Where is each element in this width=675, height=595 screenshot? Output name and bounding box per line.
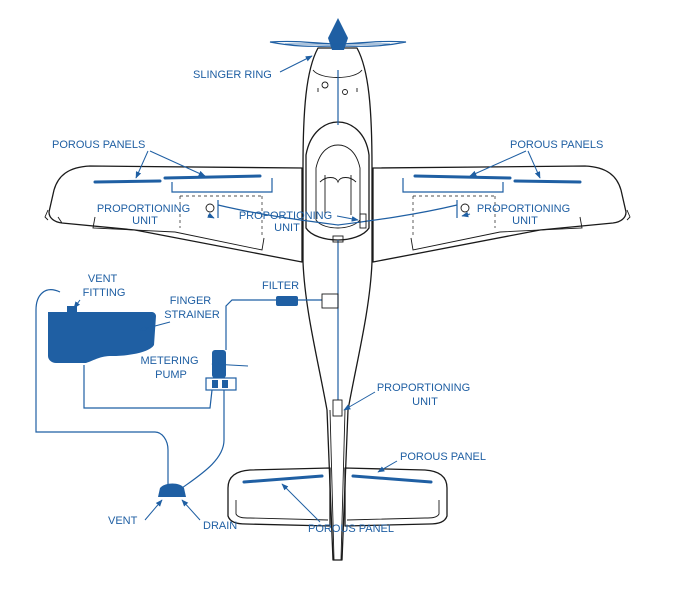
leader-lines — [73, 55, 541, 523]
airplane-outline — [44, 18, 631, 561]
porous-panel-tail-right — [351, 474, 433, 484]
label-vent-fitting: VENT FITTING — [83, 273, 126, 299]
porous-panel-left-outer — [93, 179, 162, 184]
label-proportioning-unit-center: PROPORTIONING UNIT — [239, 210, 335, 234]
proportioning-unit-tail — [332, 399, 343, 417]
label-proportioning-unit-left: PROPORTIONING UNIT — [97, 203, 193, 227]
label-porous-panels-left: POROUS PANELS — [52, 139, 145, 151]
labels: SLINGER RING POROUS PANELS POROUS PANELS… — [52, 69, 603, 535]
label-proportioning-unit-tail: PROPORTIONING UNIT — [377, 382, 473, 408]
label-porous-panel-tail-bottom: POROUS PANEL — [308, 523, 394, 535]
fluid-tank — [48, 312, 156, 363]
filter — [276, 296, 298, 306]
label-porous-panels-right: POROUS PANELS — [510, 139, 603, 151]
porous-panel-right-outer — [513, 179, 582, 184]
label-metering-pump: METERING PUMP — [140, 355, 201, 381]
canopy — [305, 121, 370, 241]
label-drain: DRAIN — [203, 520, 237, 532]
proportioning-unit-center — [359, 213, 367, 229]
porous-panel-tail-left — [242, 474, 324, 484]
horizontal-stabilizer — [227, 467, 331, 527]
fuselage — [302, 47, 373, 561]
porous-panel-right-inner — [413, 174, 512, 180]
fluid-lines — [35, 70, 504, 489]
label-filter: FILTER — [262, 280, 299, 292]
label-porous-panel-tail-top: POROUS PANEL — [400, 451, 486, 463]
right-wing — [372, 165, 627, 263]
label-vent: VENT — [108, 515, 138, 527]
vent-fitting-cap — [67, 306, 77, 313]
label-slinger-ring: SLINGER RING — [193, 69, 272, 81]
porous-panels — [93, 174, 582, 484]
proportioning-unit-left — [205, 203, 215, 213]
proportioning-unit-right — [460, 203, 470, 213]
porous-panel-left-inner — [163, 174, 262, 180]
propeller-spinner — [328, 18, 348, 50]
label-proportioning-unit-right: PROPORTIONING UNIT — [477, 203, 573, 227]
label-finger-strainer: FINGER STRAINER — [164, 295, 220, 321]
vent-drain-fitting — [158, 483, 186, 497]
